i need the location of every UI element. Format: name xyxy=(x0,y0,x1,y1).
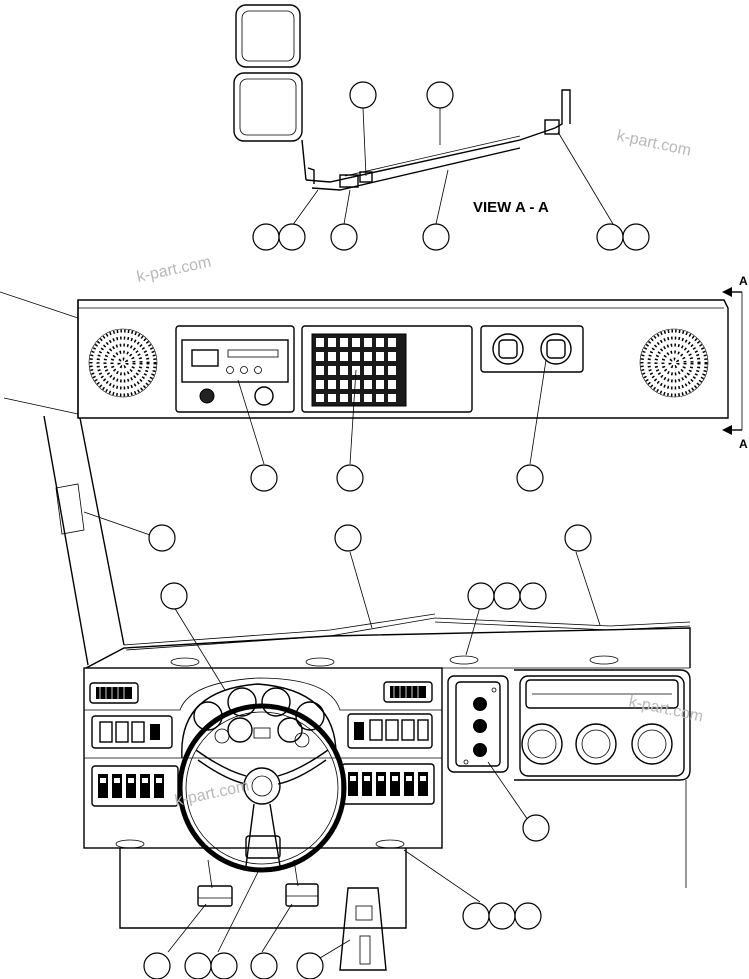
section-arrow-bottom-label: A xyxy=(739,437,748,451)
right-switch-bank-upper xyxy=(347,713,433,749)
bracket-nut xyxy=(544,119,560,135)
radio-button-2 xyxy=(240,366,248,374)
lower-mirror xyxy=(233,72,303,142)
glovebox-handle xyxy=(525,679,679,709)
mirror-post xyxy=(301,139,307,181)
left-air-vent xyxy=(89,682,139,704)
callout-circle xyxy=(210,952,238,979)
watermark-text: k-part.com xyxy=(173,778,250,810)
view-a-a-leader-lines xyxy=(291,107,614,227)
pillar-label-plate xyxy=(55,483,85,535)
upper-mirror-glass xyxy=(241,10,295,62)
callout-circle xyxy=(596,223,624,251)
right-speaker xyxy=(639,328,709,398)
mount-bracket xyxy=(554,89,571,129)
left-switch-bank-lower xyxy=(91,765,179,807)
headliner-edge-lower xyxy=(3,397,79,415)
callout-circle xyxy=(349,81,377,109)
callout-circle xyxy=(519,582,547,610)
callout-circle xyxy=(462,902,490,930)
headliner-edge-upper xyxy=(0,291,79,319)
watermark-text: k-part.com xyxy=(627,693,704,725)
steering-column xyxy=(245,835,281,859)
upper-mirror xyxy=(235,4,301,68)
callout-circle xyxy=(250,952,278,979)
callout-circle xyxy=(184,952,212,979)
callout-circle xyxy=(296,952,324,979)
lower-leader-lines xyxy=(167,849,481,965)
mirror-arm-lower xyxy=(311,147,521,191)
callout-circle xyxy=(622,223,650,251)
radio-unit xyxy=(175,325,295,413)
left-switch-bank-upper xyxy=(91,715,173,749)
pedals xyxy=(197,859,387,971)
steering-wheel xyxy=(177,703,347,873)
callout-circle xyxy=(422,223,450,251)
section-arrow-top-label: A xyxy=(739,274,748,288)
left-speaker xyxy=(88,328,158,398)
callout-circle xyxy=(514,902,542,930)
callout-circle xyxy=(148,524,176,552)
callout-circles xyxy=(143,81,650,979)
accelerator-pedal xyxy=(339,887,387,971)
ignition-panel xyxy=(447,675,529,821)
callout-circle xyxy=(252,223,280,251)
wiper-left xyxy=(123,613,436,646)
watermark-text: k-part.com xyxy=(135,254,212,286)
ignition-switch xyxy=(473,697,487,711)
callout-circle xyxy=(488,902,516,930)
a-pillar-inner xyxy=(79,417,125,646)
gauge-pod xyxy=(480,325,584,373)
dashboard xyxy=(83,627,691,929)
overhead-panel xyxy=(0,291,729,419)
radio-button-3 xyxy=(254,366,262,374)
a-pillar-outer xyxy=(43,415,89,666)
accessory-switch xyxy=(473,743,487,757)
arm-clamp xyxy=(339,174,359,188)
right-air-vent xyxy=(383,681,433,703)
callout-circle xyxy=(330,223,358,251)
callout-circle xyxy=(426,81,454,109)
radio-button-1 xyxy=(226,366,234,374)
mirror-pivot xyxy=(307,167,315,184)
passenger-dash-panel xyxy=(514,669,691,888)
steering-hub xyxy=(243,767,281,805)
callout-circle xyxy=(516,464,544,492)
mirror-assembly xyxy=(233,4,571,191)
windshield-frame xyxy=(43,415,691,691)
watermark-text: k-part.com xyxy=(615,127,692,159)
callout-circle xyxy=(467,582,495,610)
callout-circle xyxy=(250,464,278,492)
dash-lower-panel xyxy=(119,848,407,929)
light-switch xyxy=(473,719,487,733)
callout-circle xyxy=(334,524,362,552)
callout-circle xyxy=(522,814,550,842)
brake-pedal xyxy=(197,885,233,907)
wiper-right xyxy=(434,617,691,627)
left-gauge xyxy=(498,339,518,359)
view-a-a-label: VIEW A - A xyxy=(473,199,549,216)
radio-tuning-knob xyxy=(254,386,274,406)
mirror-arm-upper xyxy=(305,127,556,183)
right-switch-bank-lower xyxy=(341,763,435,805)
callout-circle xyxy=(564,524,592,552)
callout-circle xyxy=(278,223,306,251)
radio-volume-knob xyxy=(199,388,215,404)
callout-circle xyxy=(160,582,188,610)
switch-panel xyxy=(301,325,473,413)
callout-circle xyxy=(336,464,364,492)
radio-display xyxy=(191,349,219,367)
section-arrows xyxy=(722,287,743,435)
callout-circle xyxy=(493,582,521,610)
clutch-pedal xyxy=(285,883,319,907)
lower-mirror-glass xyxy=(239,78,297,136)
right-gauge xyxy=(546,339,566,359)
callout-circle xyxy=(143,952,171,979)
instrument-cluster xyxy=(181,683,337,759)
overhead-leader-lines xyxy=(237,359,547,465)
mirror-arm-edge xyxy=(344,135,521,177)
